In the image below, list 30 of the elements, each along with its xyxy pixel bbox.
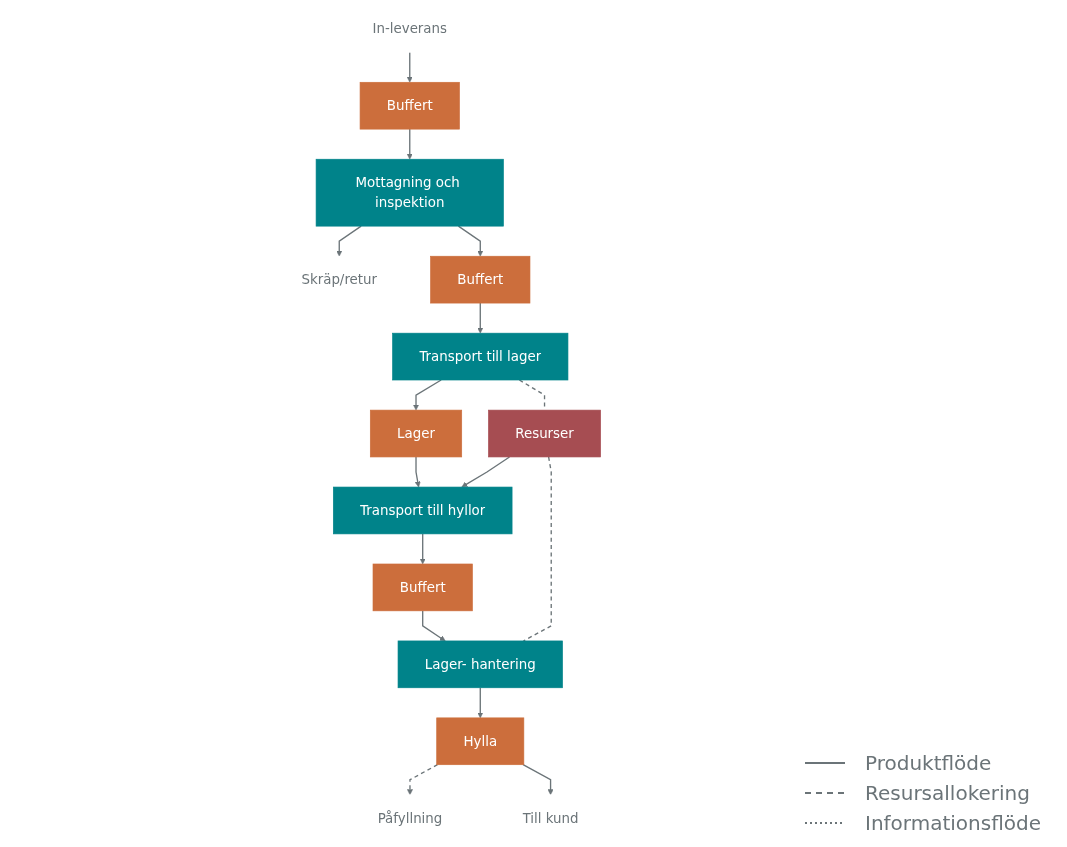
arrow <box>477 302 484 334</box>
arrow <box>419 533 426 565</box>
arrow <box>406 128 413 160</box>
legend-label: Produktflöde <box>865 751 992 775</box>
arrow <box>461 456 511 488</box>
node-box: Mottagning och inspektion <box>315 158 504 227</box>
node-box: Transport till hyllor <box>333 486 513 535</box>
node-text: Till kund <box>522 810 579 827</box>
node-box: Transport till lager <box>392 332 569 381</box>
arrow <box>522 764 554 796</box>
node-text: In-leverans <box>372 20 448 37</box>
arrow <box>477 687 484 719</box>
node-box: Hylla <box>436 717 525 766</box>
node-box: Buffert <box>359 81 460 130</box>
legend-label: Informationsflöde <box>865 811 1042 835</box>
node-box: Resurser <box>488 409 601 458</box>
node-box: Buffert <box>372 563 473 612</box>
arrow <box>336 225 362 257</box>
node-box: Lager- hantering <box>397 640 563 689</box>
legend-label: Resursallokering <box>865 781 1030 805</box>
arrow <box>413 379 442 411</box>
node-box: Lager <box>369 409 463 458</box>
node-text: Påfyllning <box>377 810 443 827</box>
arrow <box>457 225 484 257</box>
node-text: Skräp/retur <box>301 271 378 288</box>
arrow <box>406 51 413 83</box>
node-box: Buffert <box>430 255 531 304</box>
arrow <box>407 764 439 796</box>
arrow <box>422 610 446 642</box>
arrow <box>414 456 421 488</box>
